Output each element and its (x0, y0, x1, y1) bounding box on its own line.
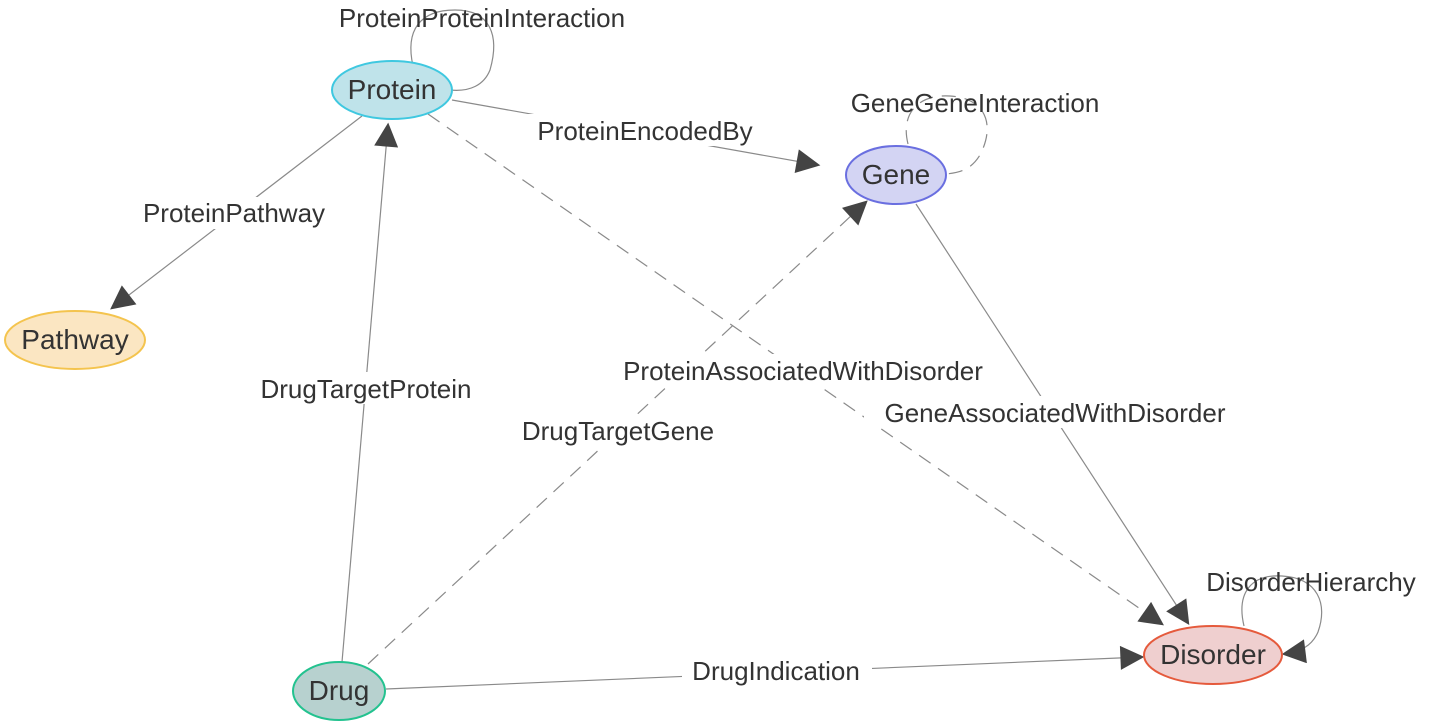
edge-label-protein-associated-with-disorder: ProteinAssociatedWithDisorder (623, 356, 983, 386)
edge-label-drug-target-gene: DrugTargetGene (522, 416, 714, 446)
edge-label-bg (132, 197, 336, 229)
edge-label-bg (864, 396, 1246, 428)
edge-label-gene-associated-with-disorder: GeneAssociatedWithDisorder (884, 398, 1225, 428)
edge-disorder-hierarchy (1241, 575, 1323, 664)
node-protein-shape (331, 60, 453, 120)
node-disorder-label: Disorder (1160, 639, 1266, 670)
edge-label-drug-target-protein: DrugTargetProtein (261, 374, 472, 404)
edge-gene-gene-interaction (905, 95, 988, 175)
node-drug-label: Drug (309, 675, 370, 706)
edge-label-protein-encoded-by: ProteinEncodedBy (537, 116, 752, 146)
node-gene[interactable]: Gene (845, 145, 947, 205)
edge-protein-protein-interaction (410, 9, 495, 91)
node-drug-shape (292, 661, 386, 721)
edge-label-bg (682, 654, 872, 686)
edge-label-bg (510, 414, 726, 446)
edge-label-bg (524, 114, 766, 146)
edge-label-gene-gene-interaction: GeneGeneInteraction (851, 88, 1100, 118)
node-disorder-shape (1143, 625, 1283, 685)
node-pathway[interactable]: Pathway (4, 310, 146, 370)
edge-label-bg (248, 372, 484, 404)
node-disorder[interactable]: Disorder (1143, 625, 1283, 685)
node-pathway-label: Pathway (21, 324, 128, 355)
node-gene-label: Gene (862, 159, 931, 190)
edge-label-protein-pathway: ProteinPathway (143, 198, 325, 228)
node-pathway-shape (4, 310, 146, 370)
edge-label-bg (602, 354, 1004, 386)
node-drug[interactable]: Drug (292, 661, 386, 721)
edge-label-disorder-hierarchy: DisorderHierarchy (1206, 567, 1416, 597)
edge-label-protein-protein-interaction: ProteinProteinInteraction (339, 3, 625, 33)
edge-label-drug-indication: DrugIndication (692, 656, 860, 686)
node-protein-label: Protein (348, 74, 437, 105)
node-protein[interactable]: Protein (331, 60, 453, 120)
node-gene-shape (845, 145, 947, 205)
